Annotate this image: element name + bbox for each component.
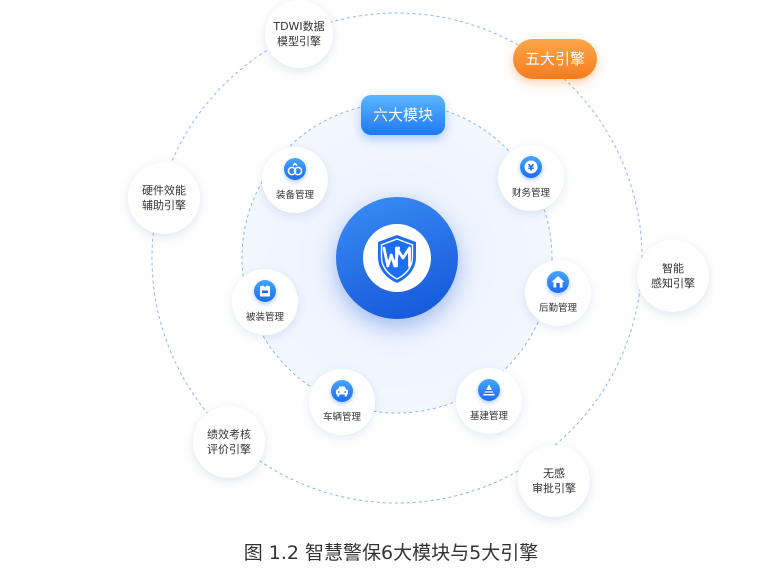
engine-label: 智能 感知引擎 (651, 262, 695, 290)
center-emblem-inner (363, 224, 431, 292)
engine-seamless-approval: 无感 审批引擎 (518, 445, 590, 517)
module-label: 基建管理 (469, 411, 508, 422)
engine-label: 硬件效能 辅助引擎 (142, 184, 186, 212)
construction-icon (478, 379, 500, 401)
figure-caption: 图 1.2 智慧警保6大模块与5大引擎 (243, 542, 539, 564)
shield-logo-icon (378, 235, 416, 283)
module-uniforms: 被装管理 (232, 269, 298, 335)
engine-label: 绩效考核 评价引擎 (207, 428, 251, 456)
engine-label: TDWI数据 模型引擎 (273, 20, 325, 48)
engine-smart-sensing: 智能 感知引擎 (637, 240, 709, 312)
module-label: 后勤管理 (538, 303, 577, 314)
module-label: 被装管理 (245, 312, 284, 323)
house-icon (547, 271, 569, 293)
five-engines-badge: 五大引擎 (513, 39, 597, 79)
engine-hardware-efficiency: 硬件效能 辅助引擎 (128, 162, 200, 234)
module-label: 财务管理 (511, 188, 550, 199)
module-label: 装备管理 (275, 190, 314, 201)
uniform-icon (254, 280, 276, 302)
car-icon (331, 380, 353, 402)
module-vehicles: 车辆管理 (309, 369, 375, 435)
svg-text:¥: ¥ (528, 163, 535, 173)
module-equipment: 装备管理 (262, 147, 328, 213)
yen-coin-icon: ¥ (520, 156, 542, 178)
inner-orbit (241, 102, 553, 414)
module-finance: ¥ 财务管理 (498, 145, 564, 211)
six-modules-badge: 六大模块 (361, 95, 445, 135)
center-emblem (336, 197, 458, 319)
module-logistics: 后勤管理 (525, 260, 591, 326)
engine-label: 无感 审批引擎 (532, 467, 576, 495)
module-infrastructure: 基建管理 (456, 368, 522, 434)
engine-tdwi-data-model: TDWI数据 模型引擎 (265, 0, 333, 68)
engine-performance-evaluation: 绩效考核 评价引擎 (193, 406, 265, 478)
module-label: 车辆管理 (322, 412, 361, 423)
handcuffs-icon (284, 158, 306, 180)
